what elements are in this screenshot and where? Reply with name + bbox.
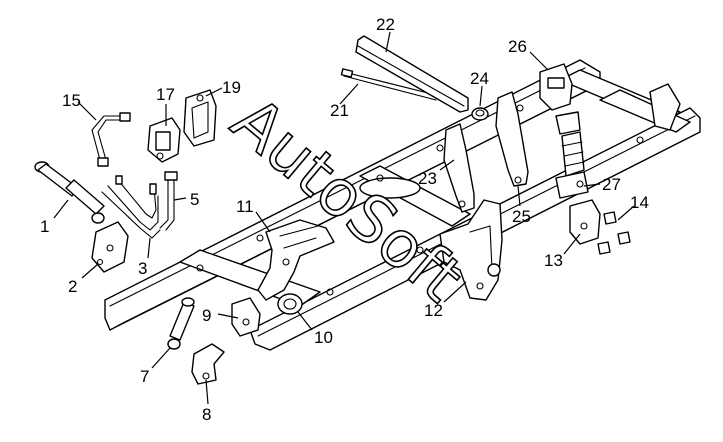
callout-15: 15 xyxy=(62,91,81,110)
part-1-shock-absorber xyxy=(34,161,105,224)
callout-11: 11 xyxy=(236,197,254,216)
part-2-bracket xyxy=(91,221,129,273)
callout-labels: 1 2 3 5 7 8 9 10 11 12 13 14 15 17 19 21… xyxy=(40,15,649,424)
part-19-bracket xyxy=(183,89,217,147)
callout-8: 8 xyxy=(202,405,211,424)
callout-23: 23 xyxy=(418,169,437,188)
part-26-bracket xyxy=(539,63,573,111)
part-5-hose xyxy=(159,171,178,231)
callout-1: 1 xyxy=(40,217,49,236)
callout-9: 9 xyxy=(202,306,211,325)
callout-10: 10 xyxy=(314,328,333,347)
part-15-bent-pipe xyxy=(91,112,131,167)
part-8-plate xyxy=(191,343,225,385)
part-25-hanger xyxy=(495,91,529,187)
callout-7: 7 xyxy=(140,367,149,386)
callout-24: 24 xyxy=(470,69,489,88)
callout-25: 25 xyxy=(512,207,531,226)
callout-26: 26 xyxy=(508,37,527,56)
part-11-main-hanger xyxy=(257,219,335,301)
callout-12: 12 xyxy=(424,301,443,320)
part-12-rear-hanger xyxy=(439,199,503,301)
callout-14: 14 xyxy=(630,193,649,212)
callout-17: 17 xyxy=(156,85,175,104)
callout-2: 2 xyxy=(68,277,77,296)
part-24-bush xyxy=(471,107,489,121)
callout-22: 22 xyxy=(376,15,395,34)
part-9-bracket xyxy=(231,297,261,337)
part-14-bolts xyxy=(597,211,631,255)
part-13-bracket xyxy=(569,199,601,245)
part-7-shock xyxy=(167,297,195,350)
callout-3: 3 xyxy=(138,259,147,278)
part-27-air-spring xyxy=(555,111,589,199)
part-10-bushing xyxy=(277,293,303,315)
callout-27: 27 xyxy=(602,175,621,194)
leader-lines xyxy=(53,31,635,405)
part-22-cross-beam xyxy=(355,35,469,113)
part-17-valve xyxy=(147,117,181,163)
callout-13: 13 xyxy=(544,251,563,270)
part-3-brake-lines xyxy=(101,175,161,239)
part-23-hanger xyxy=(443,123,475,213)
callout-5: 5 xyxy=(190,190,199,209)
callout-21: 21 xyxy=(330,101,349,120)
callout-19: 19 xyxy=(222,78,241,97)
